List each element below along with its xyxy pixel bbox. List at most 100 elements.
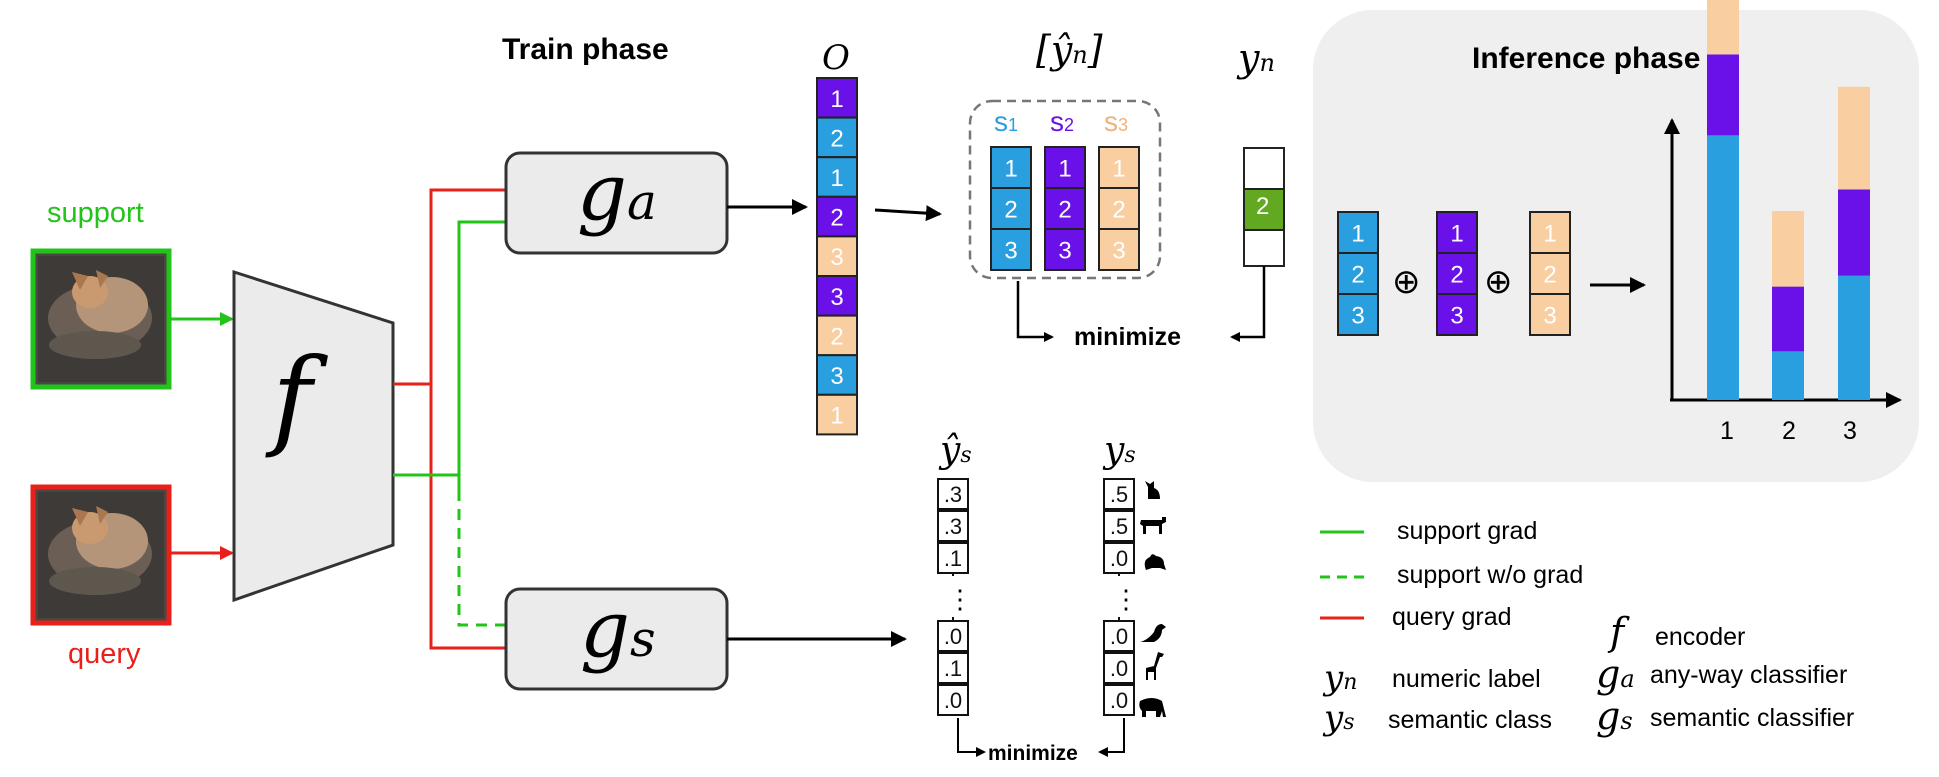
minimize-bottom-label: minimize	[988, 742, 1078, 765]
ys-title: ys	[1104, 430, 1136, 471]
yhat-s-cell-value: .1	[944, 546, 962, 571]
output-cell-value: 3	[830, 363, 843, 390]
ys-cell-value: .0	[1110, 546, 1128, 571]
ys-cell	[1103, 652, 1135, 684]
minimize-bottom-connectors	[957, 718, 1125, 757]
inference-cell	[1337, 293, 1379, 336]
support-image	[30, 248, 172, 390]
grouped-cell	[1098, 187, 1140, 230]
grouped-cell-value: 2	[1058, 197, 1071, 224]
bar-segment-purple	[1772, 286, 1804, 352]
output-cell	[816, 275, 858, 317]
ys-ellipsis: ⋮	[1113, 584, 1139, 614]
grouped-cell-value: 1	[1112, 156, 1125, 183]
grouped-cell	[1098, 228, 1140, 271]
bar-segment-purple	[1707, 54, 1739, 136]
support-label: support	[47, 197, 144, 229]
yhat-s-cell-value: .0	[944, 624, 962, 649]
output-cell-value: 3	[830, 284, 843, 311]
inference-phase-title: Inference phase	[1472, 42, 1701, 75]
grouped-cell	[1098, 146, 1140, 189]
bar-segment-blue	[1707, 135, 1739, 400]
ys-cell	[1103, 620, 1135, 652]
inference-cell-value: 3	[1450, 303, 1463, 330]
grouped-label: [ŷn]	[1036, 28, 1103, 72]
any-way-classifier-block	[504, 151, 729, 255]
yhat-s-cell	[937, 684, 969, 716]
grouped-cell	[1044, 228, 1086, 271]
grouped-cell-value: 3	[1058, 238, 1071, 265]
bar-segment-blue	[1772, 351, 1804, 400]
regroup-arrow	[874, 205, 942, 222]
query-label: query	[68, 638, 141, 670]
output-cell	[816, 393, 858, 436]
inference-cell-value: 3	[1543, 303, 1556, 330]
semantic-columns: .3.3.1.0.1.0.5.5.0.0.0.0	[937, 478, 1135, 716]
numeric-label-value: 2	[1256, 193, 1270, 220]
legend-gs-desc: semantic classifier	[1650, 704, 1855, 732]
inference-cell	[1436, 252, 1478, 295]
grouped-cell	[1044, 187, 1086, 230]
bar-segment-purple	[1838, 189, 1870, 276]
bar-segment-peach	[1838, 86, 1870, 190]
output-cell	[816, 116, 858, 159]
inference-cell-value: 1	[1543, 221, 1556, 248]
ys-cell-value: .5	[1110, 482, 1128, 507]
seal-icon	[1140, 624, 1166, 642]
legend-support-nograd: support w/o grad	[1397, 561, 1584, 589]
inference-cell-value: 2	[1351, 262, 1364, 289]
inference-cell-value: 1	[1351, 221, 1364, 248]
ys-cell	[1103, 684, 1135, 716]
ys-cell-value: .5	[1110, 514, 1128, 539]
yhat-s-cell-value: .0	[944, 688, 962, 713]
query-image	[30, 484, 172, 626]
numeric-label-column	[1243, 147, 1285, 267]
legend-f-desc: encoder	[1655, 623, 1746, 651]
query-grad-lines	[393, 188, 506, 650]
support-grad-lines	[393, 220, 506, 490]
elephant-icon	[1139, 698, 1166, 717]
animal-icons	[1139, 481, 1166, 717]
encoder-block	[232, 269, 395, 603]
legend-ga-desc: any-way classifier	[1650, 661, 1848, 689]
inference-cell-value: 2	[1450, 262, 1463, 289]
ys-cell-value: .0	[1110, 656, 1128, 681]
output-cell-value: 2	[830, 125, 843, 152]
legend-ga-symbol: ga	[1596, 652, 1635, 696]
bar-segment-blue	[1838, 275, 1870, 400]
giraffe-icon	[1146, 652, 1164, 680]
cat-icon	[1145, 481, 1160, 499]
dog-icon	[1140, 517, 1166, 534]
support-nograd-line	[457, 490, 506, 627]
inference-bars	[1707, 0, 1870, 400]
s2-label: s2	[1050, 106, 1075, 137]
grouped-cell-value: 1	[1004, 156, 1017, 183]
yhat-s-cell-value: .3	[944, 482, 962, 507]
inference-cell	[1436, 293, 1478, 336]
encoder-symbol: f	[272, 336, 312, 461]
ys-cell	[1103, 510, 1135, 542]
yhat-s-cell	[937, 510, 969, 542]
s1-label: s1	[994, 106, 1019, 137]
s3-label: s3	[1104, 106, 1129, 137]
legend-support-grad: support grad	[1397, 517, 1538, 545]
output-cell	[816, 77, 858, 119]
ys-cell	[1103, 478, 1135, 510]
gs-symbol: gs	[580, 585, 656, 675]
oplus-1: ⊕	[1392, 263, 1421, 301]
inference-cell	[1529, 211, 1571, 254]
ys-cell-value: .0	[1110, 624, 1128, 649]
output-cell-value: 2	[830, 205, 843, 232]
output-cell	[816, 354, 858, 396]
grouped-cell	[990, 146, 1032, 189]
legend-yn-desc: numeric label	[1392, 665, 1541, 693]
output-cell-value: 2	[830, 323, 843, 350]
output-cell-value: 1	[830, 86, 843, 113]
output-cell	[816, 314, 858, 357]
grouped-cell-value: 2	[1004, 197, 1017, 224]
output-cell	[816, 195, 858, 238]
legend-query-grad: query grad	[1392, 603, 1512, 631]
bar-segment-peach	[1707, 0, 1739, 55]
minimize-top-label: minimize	[1074, 323, 1181, 351]
